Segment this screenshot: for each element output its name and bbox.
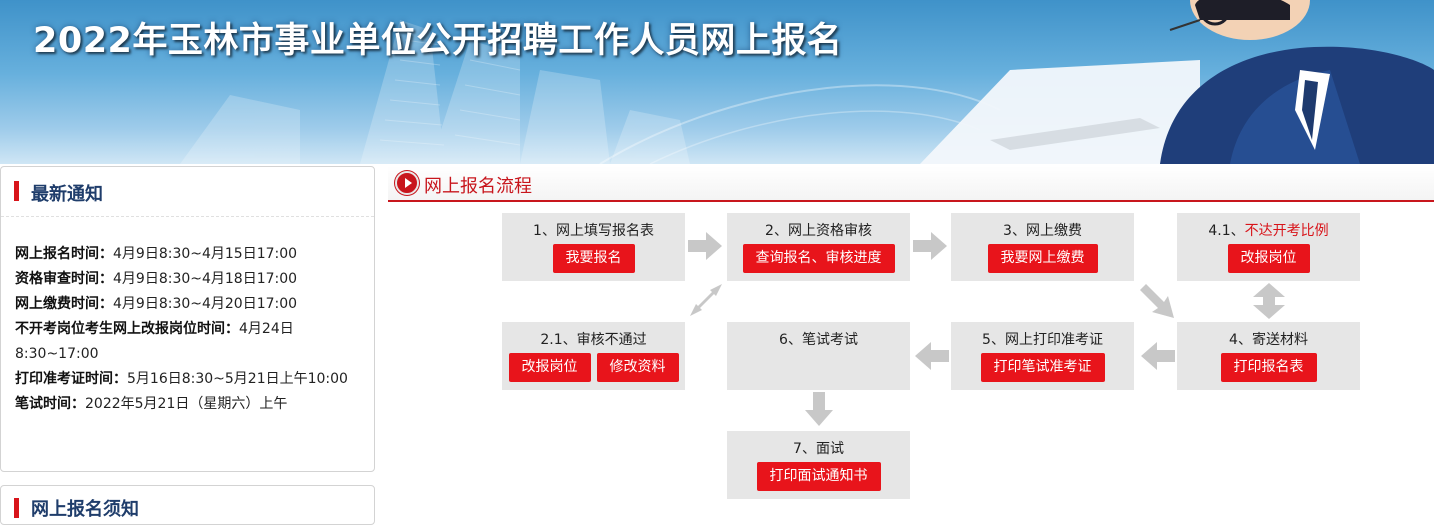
step-interview: 7、面试 打印面试通知书: [727, 431, 910, 499]
banner-title: 2022年玉林市事业单位公开招聘工作人员网上报名: [33, 21, 843, 61]
flow-section-header: 网上报名流程: [388, 166, 1434, 202]
notice-item: 打印准考证时间：5月16日8:30~5月21日上午10:00: [15, 371, 348, 387]
diagonal-arrow-icon: [1140, 284, 1174, 318]
notice-item: 网上报名时间：4月9日8:30~4月15日17:00: [15, 246, 298, 262]
vertical-arrow-icon: [1253, 283, 1285, 319]
change-position-button[interactable]: 改报岗位: [508, 353, 591, 382]
latest-notice-title: 最新通知: [31, 184, 103, 205]
notice-item: 笔试时间：2022年5月21日（星期六）上午: [15, 396, 288, 412]
arrow-left-icon: [1141, 342, 1175, 370]
step-ratio-not-met: 4.1、不达开考比例 改报岗位: [1177, 213, 1360, 281]
print-registration-form-button[interactable]: 打印报名表: [1220, 353, 1317, 382]
banner-illustration: [180, 0, 1434, 164]
step-label: 4、寄送材料: [1229, 332, 1308, 348]
check-progress-button[interactable]: 查询报名、审核进度: [742, 244, 895, 273]
notice-item: 网上缴费时间：4月9日8:30~4月20日17:00: [15, 296, 298, 312]
notice-item: 不开考岗位考生网上改报岗位时间：4月24日8:30~17:00: [15, 321, 294, 362]
header-banner: 2022年玉林市事业单位公开招聘工作人员网上报名: [0, 0, 1434, 164]
arrow-down-icon: [805, 392, 833, 426]
step-label: 1、网上填写报名表: [533, 223, 654, 239]
header-accent-bar: [14, 181, 19, 201]
register-button[interactable]: 我要报名: [552, 244, 635, 273]
step-label: 7、面试: [793, 441, 844, 457]
header-accent-bar: [14, 498, 19, 518]
arrow-right-icon: [688, 232, 722, 260]
arrow-left-icon: [915, 342, 949, 370]
registration-guide-title: 网上报名须知: [31, 499, 139, 520]
diagonal-arrow-icon: [690, 284, 722, 316]
step-label: 3、网上缴费: [1003, 223, 1082, 239]
step-label: 6、笔试考试: [779, 332, 858, 348]
step-send-materials: 4、寄送材料 打印报名表: [1177, 322, 1360, 390]
step-label: 2、网上资格审核: [765, 223, 872, 239]
step-print-admission: 5、网上打印准考证 打印笔试准考证: [951, 322, 1134, 390]
latest-notice-panel: 最新通知 网上报名时间：4月9日8:30~4月15日17:00 资格审查时间：4…: [0, 166, 375, 472]
step-written-exam: 6、笔试考试: [727, 322, 910, 390]
step-qualification-review: 2、网上资格审核 查询报名、审核进度: [727, 213, 910, 281]
change-position-button[interactable]: 改报岗位: [1227, 244, 1310, 273]
step-review-failed: 2.1、审核不通过 改报岗位 修改资料: [502, 322, 685, 390]
flow-section-title: 网上报名流程: [424, 176, 532, 197]
pay-online-button[interactable]: 我要网上缴费: [987, 244, 1098, 273]
step-label: 4.1、不达开考比例: [1208, 223, 1329, 239]
step-payment: 3、网上缴费 我要网上缴费: [951, 213, 1134, 281]
step-label: 2.1、审核不通过: [540, 332, 647, 348]
edit-info-button[interactable]: 修改资料: [596, 353, 679, 382]
notice-item: 资格审查时间：4月9日8:30~4月18日17:00: [15, 271, 298, 287]
step-fill-form: 1、网上填写报名表 我要报名: [502, 213, 685, 281]
step-label: 5、网上打印准考证: [982, 332, 1103, 348]
registration-guide-panel: 网上报名须知: [0, 485, 375, 525]
play-circle-icon: [395, 171, 419, 195]
print-exam-ticket-button[interactable]: 打印笔试准考证: [980, 353, 1105, 382]
latest-notice-header: 最新通知: [1, 167, 374, 217]
notice-list: 网上报名时间：4月9日8:30~4月15日17:00 资格审查时间：4月9日8:…: [15, 242, 365, 417]
arrow-right-icon: [913, 232, 947, 260]
print-interview-notice-button[interactable]: 打印面试通知书: [756, 462, 881, 491]
